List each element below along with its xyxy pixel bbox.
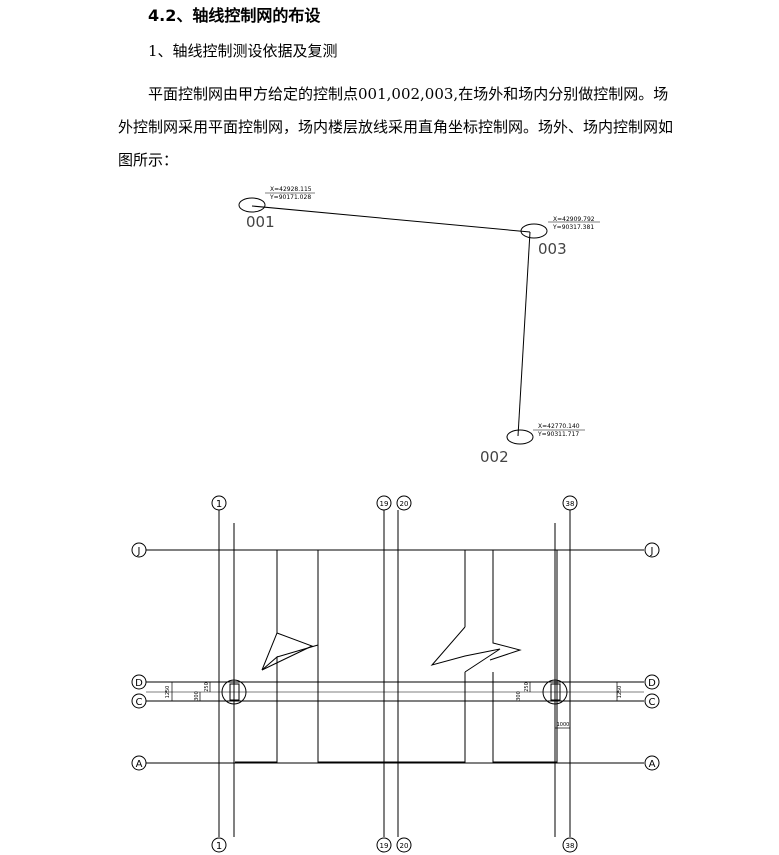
- grid-control-point-right: [542, 679, 568, 705]
- p001-x: X=42928.115: [270, 186, 312, 193]
- axis-C-bubble-left: [131, 693, 147, 709]
- section-title: 4.2、轴线控制网的布设: [148, 6, 321, 25]
- axis-38-bubble-top: [562, 495, 578, 511]
- control-network-diagram: [238, 192, 600, 445]
- dim-left-300: 300: [194, 691, 200, 701]
- axis-19-bubble-top: [376, 495, 392, 511]
- axis-D-label-right: D: [648, 678, 656, 689]
- axis-C-label-left: C: [136, 697, 143, 708]
- line-001-003: [251, 205, 531, 233]
- axis-20-label-bottom: 20: [400, 842, 409, 850]
- axis-38-label-top: 38: [566, 500, 575, 508]
- axis-A-bubble-left: [131, 755, 147, 771]
- axis-A-bubble-right: [644, 755, 660, 771]
- axis-19-bubble-bottom: [376, 837, 392, 853]
- axis-J-bubble-right: [644, 542, 660, 558]
- axis-grid-diagram: [131, 495, 660, 853]
- axis-J-label-left: J: [137, 546, 141, 557]
- axis-D-bubble-left: [131, 674, 147, 690]
- axis-1-bubble-top: [211, 495, 227, 511]
- axis-D-label-left: D: [135, 678, 143, 689]
- axis-38-label-bottom: 38: [566, 842, 575, 850]
- building-middle: [318, 549, 466, 627]
- building-left: [235, 549, 278, 763]
- axis-20-label-top: 20: [400, 500, 409, 508]
- dim-left-1250: 1250: [165, 686, 171, 699]
- axis-1-bubble-bottom: [211, 837, 227, 853]
- p001-y: Y=90171.028: [269, 194, 311, 201]
- p003-label: 003: [538, 240, 567, 258]
- dim-right-250: 250: [524, 682, 530, 692]
- subsection-title: 1、轴线控制测设依据及复测: [148, 42, 338, 60]
- axis-19-label-top: 19: [380, 500, 389, 508]
- axis-1-label-top: 1: [216, 499, 222, 510]
- line-003-002: [517, 231, 531, 437]
- grid-control-point-left: [221, 679, 247, 705]
- dim-right-1000: 1000: [557, 722, 570, 728]
- point-002-marker: [506, 429, 534, 445]
- axis-A-label-left: A: [136, 759, 143, 770]
- p003-x: X=42909.792: [553, 216, 595, 223]
- dim-left-250: 250: [204, 682, 210, 692]
- axis-J-label-right: J: [650, 546, 654, 557]
- axis-20-bubble-top: [396, 495, 412, 511]
- dim-right-300: 300: [516, 691, 522, 701]
- p003-y: Y=90317.381: [552, 224, 594, 231]
- axis-J-bubble-left: [131, 542, 147, 558]
- axis-C-bubble-right: [644, 693, 660, 709]
- p002-x: X=42770.140: [538, 423, 580, 430]
- axis-D-bubble-right: [644, 674, 660, 690]
- p002-y: Y=90311.717: [537, 431, 579, 438]
- point-003-marker: [520, 223, 548, 239]
- point-001-marker: [238, 197, 266, 213]
- axis-20-bubble-bottom: [396, 837, 412, 853]
- axis-19-label-bottom: 19: [380, 842, 389, 850]
- body-paragraph: 平面控制网由甲方给定的控制点001,002,003,在场外和场内分别做控制网。场…: [118, 85, 674, 169]
- axis-A-label-right: A: [649, 759, 656, 770]
- p002-label: 002: [480, 448, 509, 466]
- p001-label: 001: [246, 213, 275, 231]
- axis-C-label-right: C: [649, 697, 656, 708]
- axis-1-label-bottom: 1: [216, 841, 222, 852]
- axis-38-bubble-bottom: [562, 837, 578, 853]
- dim-right-1250: 1250: [617, 686, 623, 699]
